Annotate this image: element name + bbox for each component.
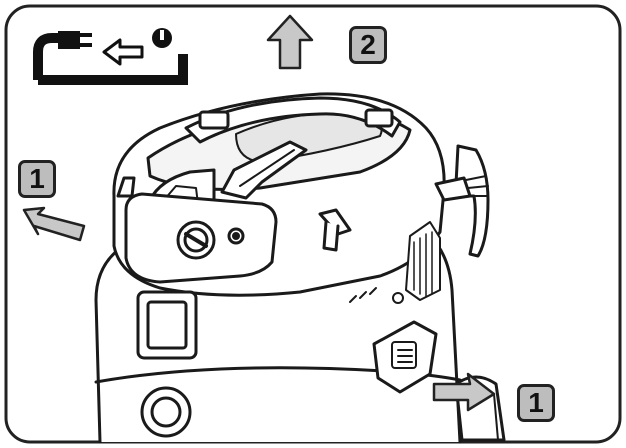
step-badge-top: 2	[349, 26, 387, 64]
vacuum-cleaner-illustration	[94, 92, 506, 444]
release-arrow-right-icon	[432, 372, 496, 412]
release-arrow-left-icon	[22, 206, 86, 242]
unplug-icon	[33, 28, 188, 85]
step-badge-left: 1	[18, 160, 56, 198]
up-arrow-icon	[266, 14, 314, 70]
step-badge-bottom-right: 1	[517, 384, 555, 422]
